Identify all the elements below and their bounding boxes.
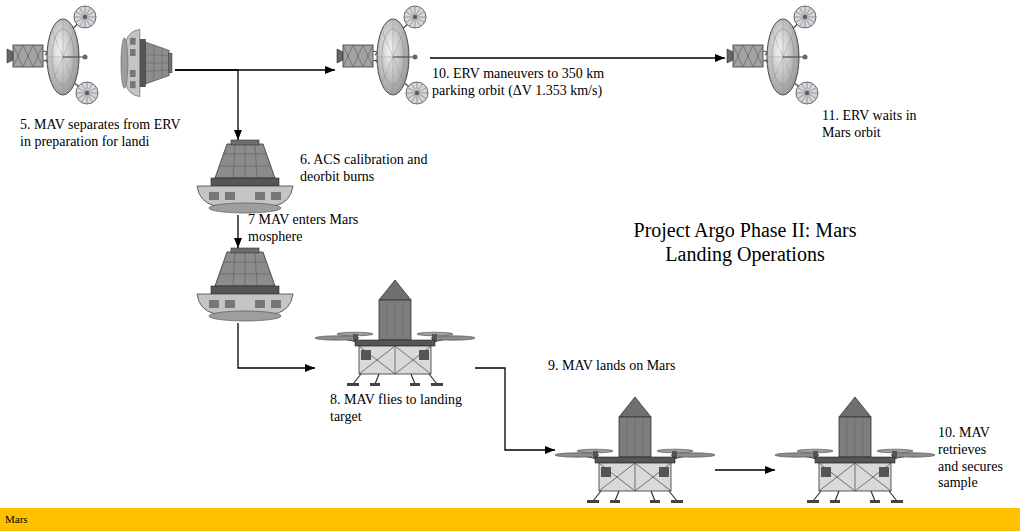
title-holder: Project Argo Phase II: Mars Landing Oper… <box>615 218 875 266</box>
stage-caption: 8. MAV flies to landing target <box>330 392 480 426</box>
flow-arrow <box>237 215 238 248</box>
stage-caption: 10. MAV retrieves and secures sample <box>938 425 1006 492</box>
ascent-lander <box>315 280 475 386</box>
entry-capsule <box>121 29 172 96</box>
ascent-lander <box>555 397 715 503</box>
planet-band: Mars <box>0 508 1020 531</box>
flow-arrow <box>715 469 775 470</box>
flow-arrow <box>475 368 555 450</box>
stage-node: 6. ACS calibration and deorbit burns <box>195 140 295 215</box>
ascent-lander <box>775 397 935 503</box>
flow-arrow <box>238 323 315 368</box>
return-vehicle <box>727 6 818 104</box>
diagram-title: Project Argo Phase II: Mars Landing Oper… <box>615 218 875 266</box>
stage-node: 11. ERV waits in Mars orbit <box>725 5 820 105</box>
stage-caption: 5. MAV separates from ERV in preparation… <box>20 117 188 151</box>
entry-capsule <box>197 248 293 321</box>
stage-caption: 11. ERV waits in Mars orbit <box>822 108 934 142</box>
stage-node: 9. MAV lands on Mars <box>555 395 715 505</box>
stage-node: 7 MAV enters Mars mosphere <box>195 248 295 323</box>
return-vehicle <box>7 6 98 104</box>
stage-node: 10. ERV maneuvers to 350 km parking orbi… <box>335 5 430 105</box>
stage-caption: 7 MAV enters Mars mosphere <box>248 212 373 246</box>
flow-arrow <box>430 57 725 58</box>
flow-arrow <box>175 70 238 140</box>
stage-node: 5. MAV separates from ERV in preparation… <box>5 5 175 105</box>
entry-capsule <box>197 140 293 213</box>
stage-node: 10. MAV retrieves and secures sample <box>775 395 935 505</box>
planet-label: Mars <box>5 508 205 531</box>
stage-caption: 9. MAV lands on Mars <box>548 358 708 375</box>
return-vehicle <box>337 6 428 104</box>
stage-caption: 6. ACS calibration and deorbit burns <box>300 152 440 186</box>
stage-node: 8. MAV flies to landing target <box>315 278 475 388</box>
stage-caption: 10. ERV maneuvers to 350 km parking orbi… <box>432 66 622 100</box>
